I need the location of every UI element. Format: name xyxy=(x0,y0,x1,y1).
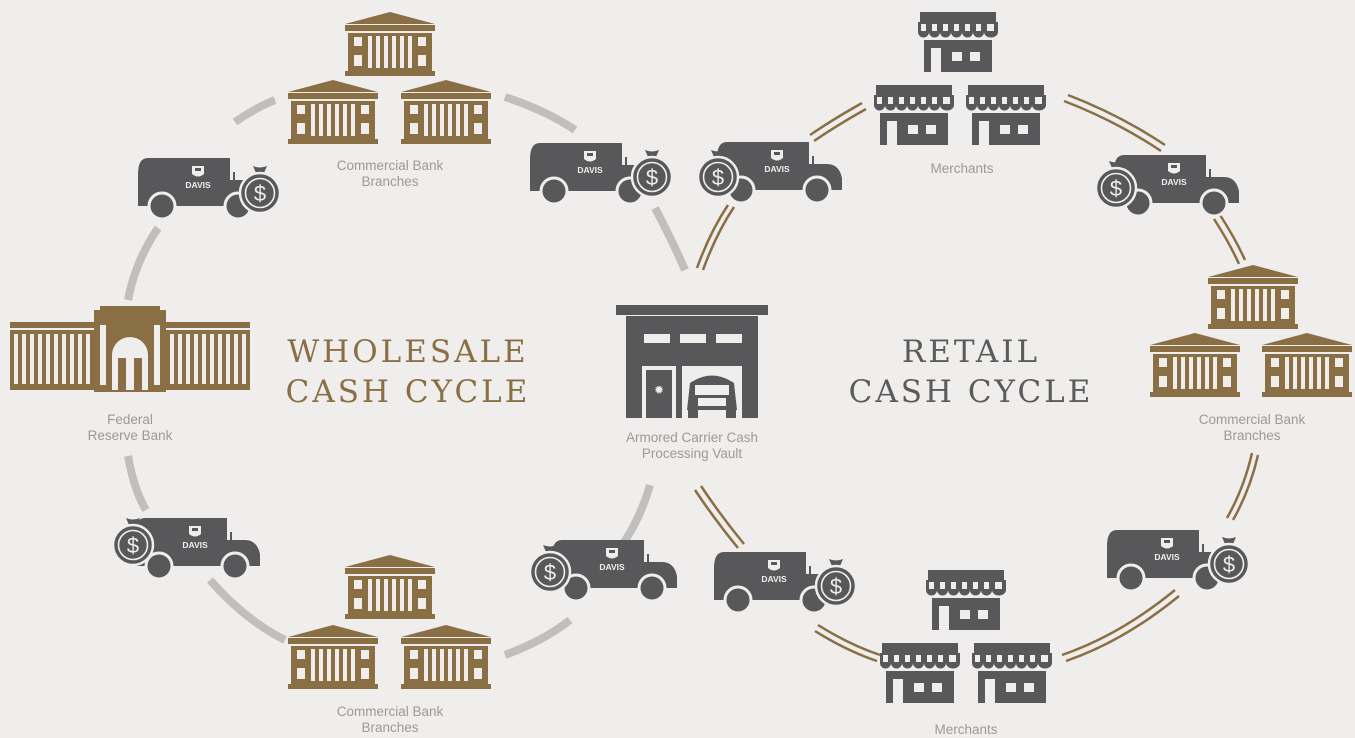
store-icon xyxy=(874,85,954,145)
money-bag-icon xyxy=(814,557,858,608)
cash-vault-building-icon: ✹ xyxy=(616,305,768,418)
bank-building-icon xyxy=(288,80,378,144)
store-icon xyxy=(926,570,1006,630)
wholesale-cycle-path xyxy=(124,93,689,659)
armored-truck-icon xyxy=(712,550,858,615)
armored-truck-icon xyxy=(1094,153,1241,218)
merchants-bottom-group xyxy=(880,570,1052,703)
commercial-bank-bottom-label: Commercial Bank Branches xyxy=(336,704,444,735)
armored-truck-icon xyxy=(1105,528,1251,593)
retail-title-line2: CASH CYCLE xyxy=(848,374,1094,410)
bank-building-icon xyxy=(345,555,435,619)
armored-truck-icon xyxy=(111,516,262,581)
wholesale-title-line1: WHOLESALE xyxy=(287,334,529,370)
store-icon xyxy=(880,643,960,703)
merchants-top-label: Merchants xyxy=(930,161,994,176)
merchants-bottom-label: Merchants xyxy=(934,722,998,737)
federal-reserve-label: Federal Reserve Bank xyxy=(87,412,173,443)
commercial-bank-bottom-group xyxy=(288,555,491,689)
bank-building-icon xyxy=(288,625,378,689)
armored-truck-icon xyxy=(528,141,674,206)
retail-cycle-title: RETAIL CASH CYCLE xyxy=(842,332,1100,412)
commercial-bank-right-label: Commercial Bank Branches xyxy=(1198,412,1306,443)
retail-title-line1: RETAIL xyxy=(901,334,1041,370)
bank-building-icon xyxy=(401,625,491,689)
bank-building-icon xyxy=(1262,333,1352,397)
bank-building-icon xyxy=(1150,333,1240,397)
armored-truck-icon xyxy=(136,156,282,221)
commercial-bank-right-group xyxy=(1150,265,1352,397)
store-icon xyxy=(972,643,1052,703)
money-bag-icon xyxy=(630,148,674,199)
commercial-bank-top-label: Commercial Bank Branches xyxy=(336,158,444,189)
wholesale-title-line2: CASH CYCLE xyxy=(285,374,531,410)
bank-building-icon xyxy=(1208,265,1298,329)
commercial-bank-top-group xyxy=(288,12,491,144)
vault-label: Armored Carrier Cash Processing Vault xyxy=(625,430,759,461)
retail-cycle-path xyxy=(693,93,1260,663)
armored-truck-icon xyxy=(528,538,679,603)
money-bag-icon xyxy=(238,164,282,215)
store-icon xyxy=(966,85,1046,145)
store-icon xyxy=(918,12,998,72)
merchants-top-group xyxy=(874,12,1046,145)
federal-reserve-building-icon xyxy=(10,306,250,392)
svg-text:✹: ✹ xyxy=(654,383,664,397)
wholesale-cycle-title: WHOLESALE CASH CYCLE xyxy=(282,332,534,412)
armored-truck-icon xyxy=(696,140,844,205)
bank-building-icon xyxy=(401,80,491,144)
bank-building-icon xyxy=(345,12,435,76)
money-bag-icon xyxy=(1207,535,1251,586)
